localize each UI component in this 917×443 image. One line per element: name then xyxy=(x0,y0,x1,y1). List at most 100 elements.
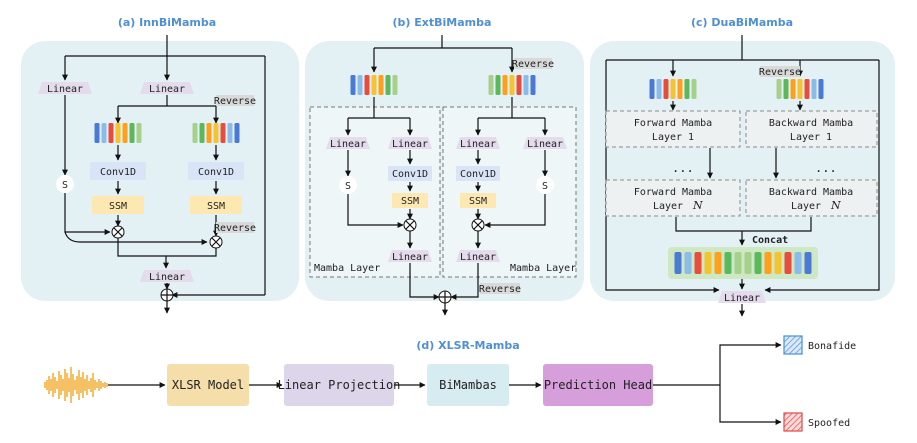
mamba-layer-frame-b1 xyxy=(309,106,441,278)
panel-c-background xyxy=(590,41,895,301)
token-bar xyxy=(495,75,501,95)
linear-box-b3 xyxy=(388,250,432,262)
concat-token-bar xyxy=(804,252,812,274)
audio-waveform xyxy=(44,367,108,403)
s-gate-label-a: S xyxy=(62,180,68,191)
linear-label-b1: Linear xyxy=(330,139,366,150)
concat-token-bar xyxy=(784,252,792,274)
token-group-a-right xyxy=(192,123,240,143)
linear-box-c xyxy=(718,291,766,303)
linear-left-label-a: Linear xyxy=(47,84,83,95)
backward-mamba-layer-n xyxy=(745,179,878,217)
token-bar xyxy=(129,123,135,143)
s-gate-b1 xyxy=(339,176,357,194)
xlsr-model-label: XLSR Model xyxy=(172,378,244,392)
token-bar xyxy=(797,79,803,99)
linear-label-b2: Linear xyxy=(392,139,428,150)
conv1d-box-b1 xyxy=(388,166,432,181)
concat-label: Concat xyxy=(752,235,788,246)
concat-token-bar xyxy=(724,252,732,274)
ssm-label-b1: SSM xyxy=(401,196,419,207)
linear-top-box-a xyxy=(140,82,194,94)
linear-box-b2 xyxy=(388,137,432,149)
forward-layer-n-line1: Forward Mamba xyxy=(634,187,712,198)
forward-layer-n-italic: N xyxy=(692,199,703,212)
token-bar xyxy=(783,79,789,99)
ssm-box-b2 xyxy=(460,193,496,208)
concat-token-bar xyxy=(794,252,802,274)
panel-b-title: (b) ExtBiMamba xyxy=(393,16,492,29)
prediction-head-label: Prediction Head xyxy=(544,378,652,392)
concat-token-bar xyxy=(764,252,772,274)
conv1d-label-b2: Conv1D xyxy=(460,169,496,180)
token-group-c-left xyxy=(649,79,697,99)
conv1d-box-a1 xyxy=(90,162,146,180)
token-bar xyxy=(199,123,205,143)
token-bar xyxy=(364,75,370,95)
token-bar xyxy=(234,123,240,143)
conv1d-label-a1: Conv1D xyxy=(100,167,136,178)
token-bar xyxy=(206,123,212,143)
token-bar xyxy=(220,123,226,143)
linear-label-b6: Linear xyxy=(460,252,496,263)
linear-label-b4: Linear xyxy=(460,139,496,150)
linear-left-box-a xyxy=(38,82,92,94)
mamba-layer-label-b1: Mamba Layer xyxy=(314,263,380,274)
forward-mamba-layer-1 xyxy=(605,110,741,148)
forward-layer-1-line2: Layer 1 xyxy=(652,132,694,143)
token-bar xyxy=(656,79,662,99)
ellipsis-left: ... xyxy=(672,161,694,175)
concat-token-bar xyxy=(704,252,712,274)
s-gate-b2 xyxy=(536,176,554,194)
token-bar xyxy=(663,79,669,99)
panel-a: (a) InnBiMamba Linear Linear Reverse Con… xyxy=(21,16,299,314)
conv1d-label-a2: Conv1D xyxy=(198,167,234,178)
token-bar xyxy=(488,75,494,95)
token-bar xyxy=(684,79,690,99)
forward-layer-1-line1: Forward Mamba xyxy=(634,118,712,129)
mamba-layer-label-b2: Mamba Layer xyxy=(510,263,576,274)
ssm-label-a2: SSM xyxy=(207,201,225,212)
reverse-tag-a2 xyxy=(216,222,254,233)
spoofed-label: Spoofed xyxy=(808,418,850,429)
reverse-label-a1: Reverse xyxy=(214,96,256,107)
panel-a-title: (a) InnBiMamba xyxy=(118,16,216,29)
token-bar xyxy=(227,123,233,143)
reverse-label-b2: Reverse xyxy=(479,284,521,295)
bonafide-icon xyxy=(783,335,803,355)
linear-bottom-label-a: Linear xyxy=(149,272,185,283)
token-bar xyxy=(516,75,522,95)
spoofed-icon xyxy=(783,412,803,432)
concat-token-group xyxy=(674,252,812,274)
token-bar xyxy=(530,75,536,95)
bimambas-label: BiMambas xyxy=(439,378,497,392)
linear-label-b3: Linear xyxy=(392,252,428,263)
token-group-b-left xyxy=(350,75,398,95)
linear-box-b5 xyxy=(523,137,567,149)
prediction-head-box xyxy=(543,364,653,406)
concat-token-bar xyxy=(754,252,762,274)
backward-layer-1-line1: Backward Mamba xyxy=(769,118,853,129)
reverse-tag-c xyxy=(760,66,800,77)
concat-token-bar xyxy=(774,252,782,274)
bonafide-label: Bonafide xyxy=(808,341,856,352)
token-bar xyxy=(108,123,114,143)
token-bar xyxy=(357,75,363,95)
panel-c-title: (c) DuaBiMamba xyxy=(691,16,793,29)
linear-box-b6 xyxy=(456,250,500,262)
forward-mamba-layer-n xyxy=(605,179,741,217)
concat-token-bar xyxy=(744,252,752,274)
backward-layer-n-line2: Layer xyxy=(791,201,821,212)
conv1d-box-b2 xyxy=(456,166,500,181)
conv1d-label-b1: Conv1D xyxy=(392,169,428,180)
backward-layer-n-italic: N xyxy=(830,199,841,212)
token-bar xyxy=(192,123,198,143)
linear-top-label-a: Linear xyxy=(149,84,185,95)
token-bar xyxy=(378,75,384,95)
linear-projection-box xyxy=(284,364,394,406)
token-bar xyxy=(385,75,391,95)
token-bar xyxy=(502,75,508,95)
reverse-tag-b2 xyxy=(480,283,520,294)
token-bar xyxy=(523,75,529,95)
token-bar xyxy=(350,75,356,95)
